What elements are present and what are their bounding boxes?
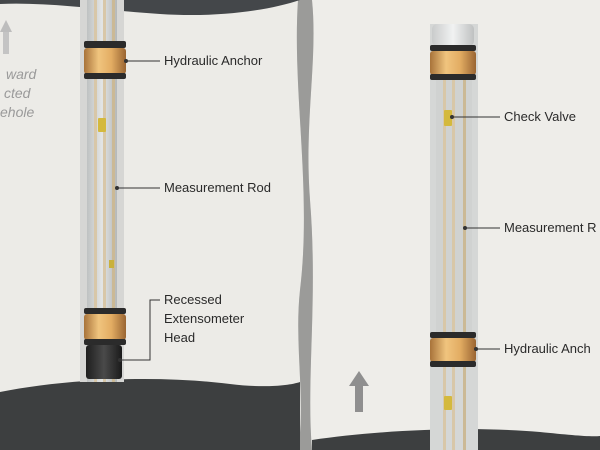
right-direction-arrow: [349, 371, 369, 386]
direction-text-line-3: ehole: [0, 104, 35, 120]
label-recessed-line-2: Extensometer: [164, 311, 245, 326]
leader-dot-rod-left: [115, 186, 119, 190]
right-direction-arrow-shaft: [355, 386, 363, 412]
left-top-rock: [0, 0, 300, 16]
left-check-valve: [98, 118, 106, 132]
right-check-valve: [444, 110, 452, 126]
left-lower-anchor-band-bottom: [84, 339, 126, 345]
right-lower-anchor-body: [430, 338, 476, 362]
right-anchor-band-bottom: [430, 74, 476, 80]
left-check-valve-small: [109, 260, 114, 268]
label-recessed-line-3: Head: [164, 330, 196, 345]
right-top-cap: [432, 24, 474, 46]
left-lower-anchor-band-top: [84, 308, 126, 314]
left-rod-c: [112, 0, 115, 382]
label-check-valve: Check Valve: [504, 109, 577, 124]
panel-gap: [296, 0, 314, 450]
right-lower-check-valve: [444, 396, 452, 410]
left-anchor-band-bottom: [84, 73, 126, 79]
left-extensometer-head: [86, 345, 122, 379]
left-rod-a: [94, 0, 97, 382]
leader-dot-valve: [450, 115, 454, 119]
leader-dot-anchor-right: [474, 347, 478, 351]
leader-dot-anchor-left: [124, 59, 128, 63]
label-hydraulic-anchor-right: Hydraulic Anch: [504, 341, 591, 356]
left-anchor-body: [84, 48, 126, 74]
left-panel-face: [0, 0, 304, 450]
label-hydraulic-anchor-left: Hydraulic Anchor: [164, 53, 263, 68]
leader-dot-head: [118, 358, 122, 362]
left-direction-arrow: [0, 20, 12, 32]
leader-recessed-head: [120, 299, 160, 361]
right-lower-anchor-band-bottom: [430, 361, 476, 367]
left-direction-arrow-shaft: [3, 32, 9, 54]
left-lower-anchor-body: [84, 314, 126, 340]
right-rod-c: [463, 24, 466, 450]
left-anchor-band-top: [84, 41, 126, 48]
leader-dot-rod-right: [463, 226, 467, 230]
right-anchor-band-top: [430, 45, 476, 51]
direction-text-line-1: ward: [6, 66, 37, 82]
label-measurement-rod-right: Measurement R: [504, 220, 597, 235]
direction-text-line-2: cted: [4, 85, 31, 101]
left-rod-b: [103, 0, 106, 382]
right-lower-anchor-band-top: [430, 332, 476, 338]
label-measurement-rod-left: Measurement Rod: [164, 180, 271, 195]
label-recessed-line-1: Recessed: [164, 292, 222, 307]
right-anchor-body: [430, 51, 476, 75]
right-rod-b: [452, 24, 455, 450]
right-rod-a: [443, 24, 446, 450]
left-bottom-rock: [0, 378, 300, 450]
